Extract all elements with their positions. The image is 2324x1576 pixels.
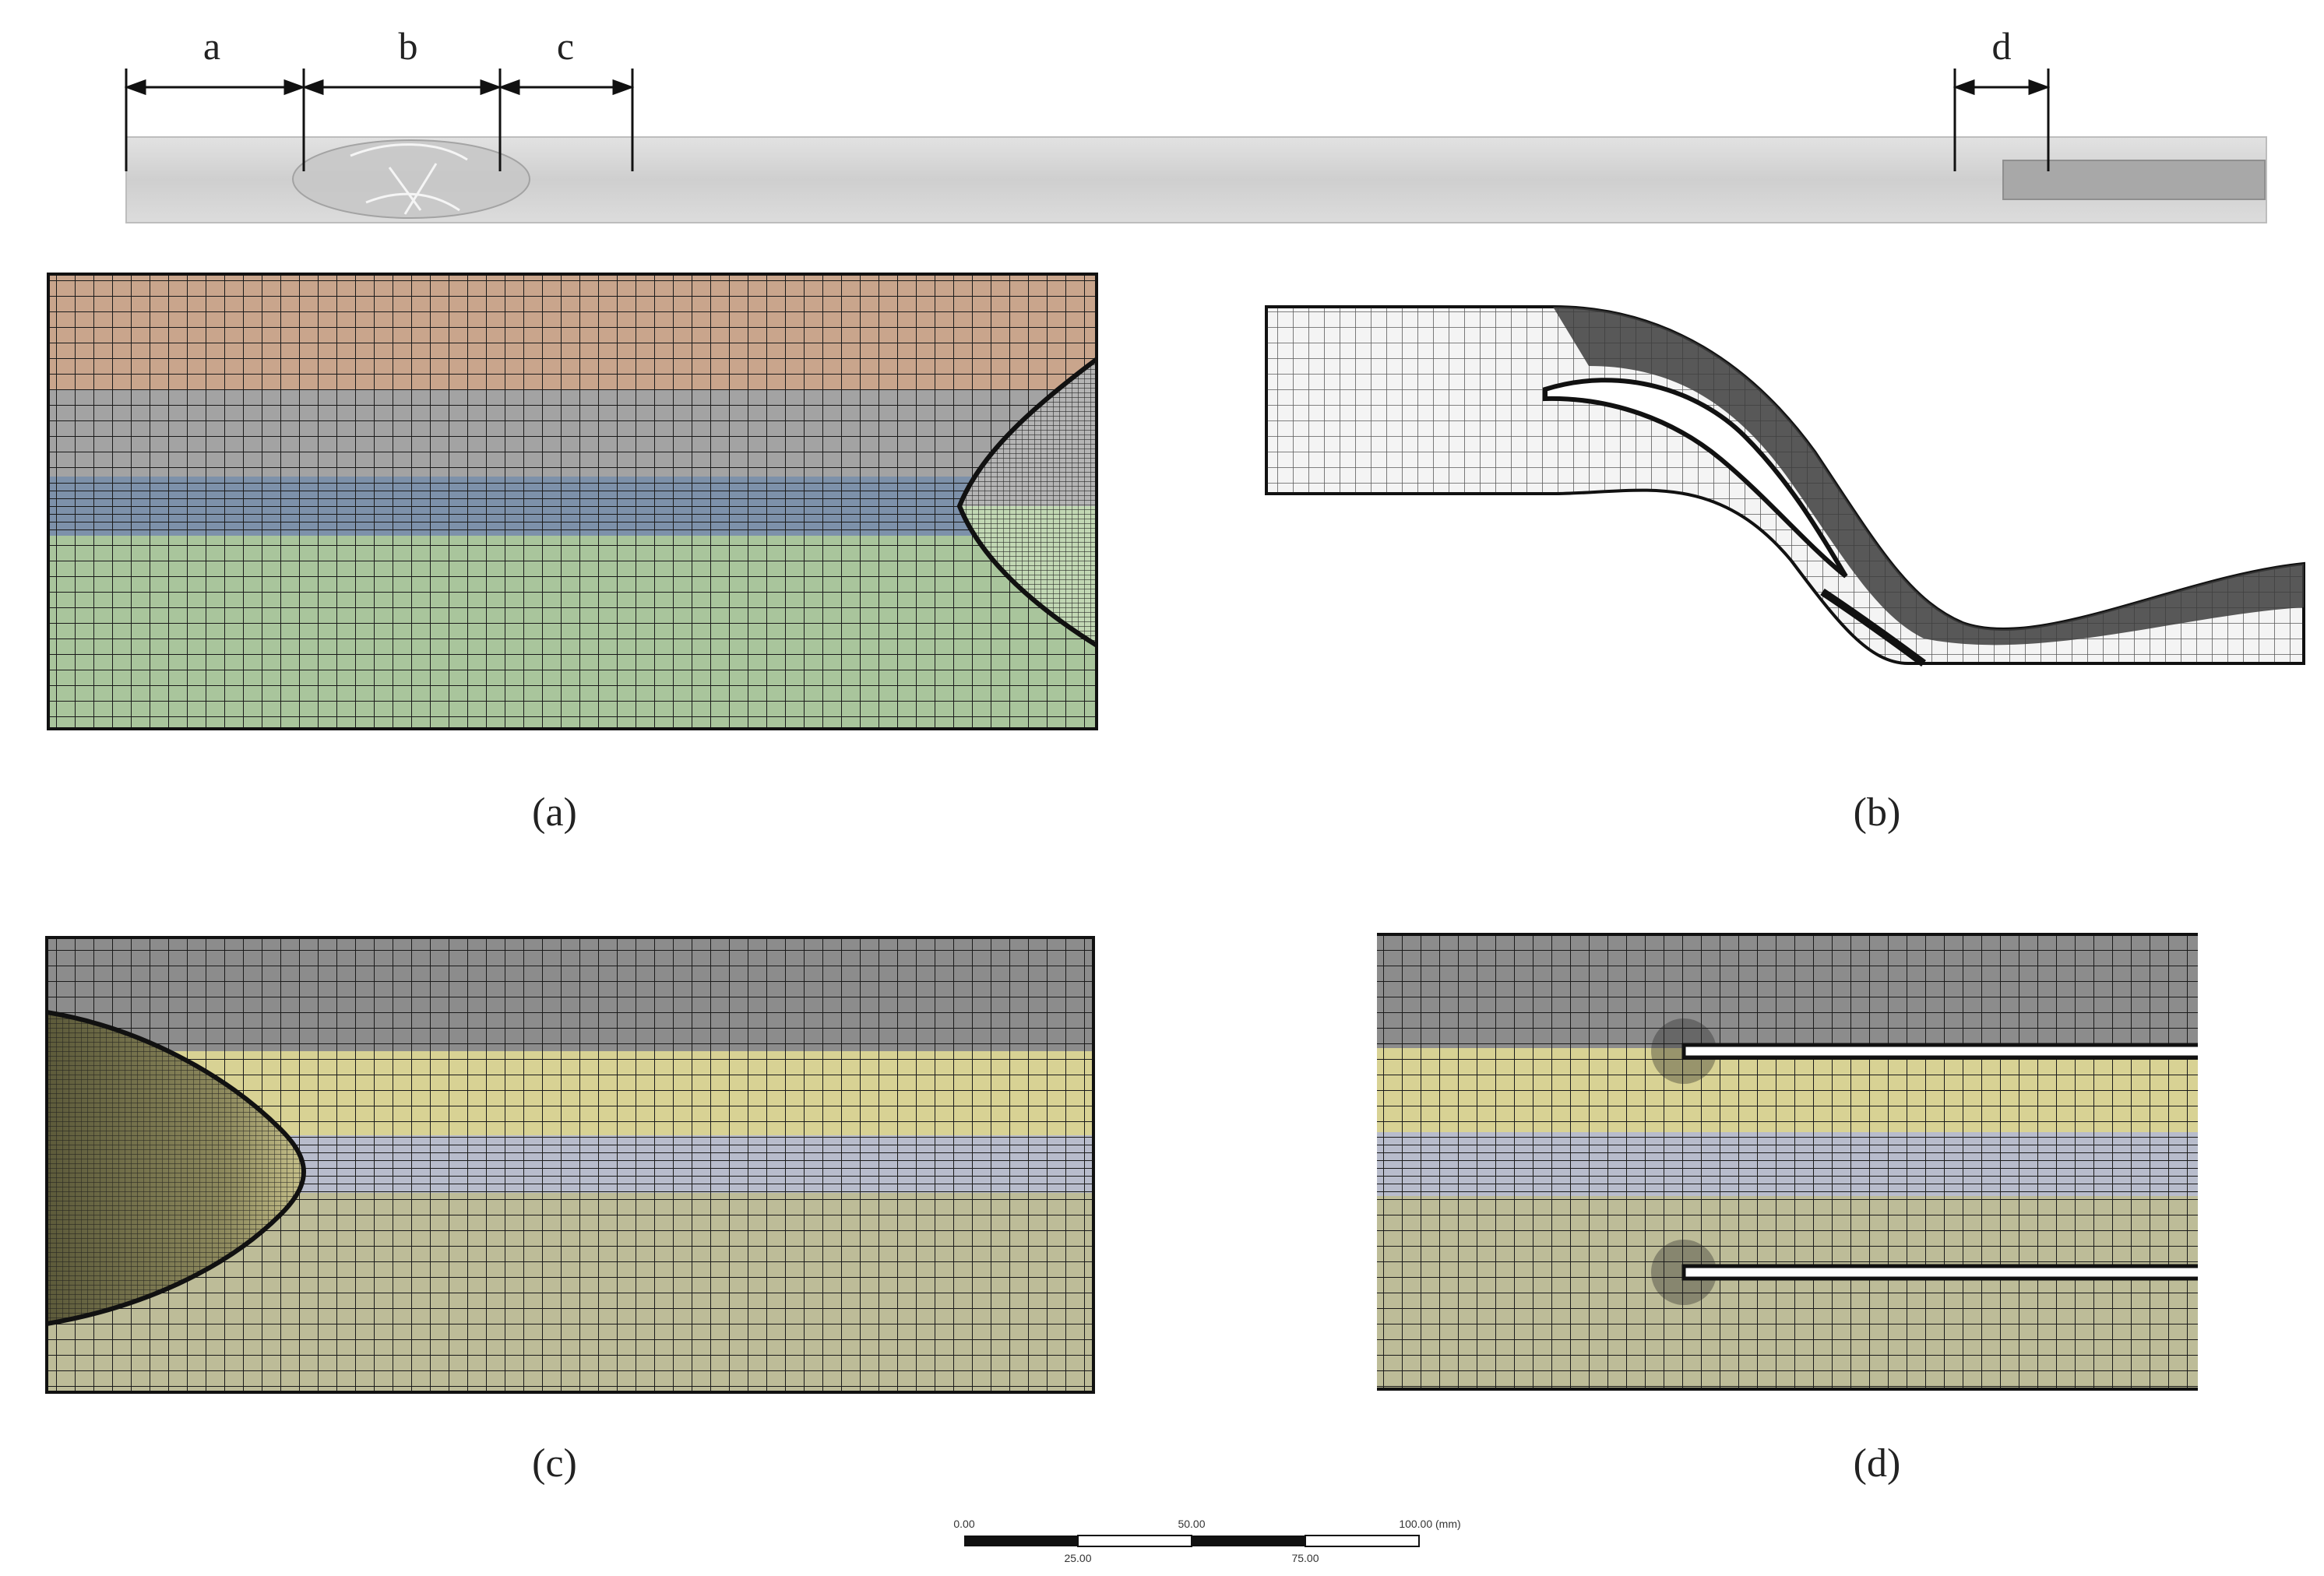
scale-label-100: 100.00 (mm) xyxy=(1399,1518,1460,1530)
scale-bar: 0.00 50.00 100.00 (mm) 25.00 75.00 xyxy=(953,1518,1460,1564)
scale-label-75: 75.00 xyxy=(1291,1552,1319,1564)
outlet-insert xyxy=(2002,160,2266,200)
panel-c-frame xyxy=(45,936,1095,1394)
plate-lower xyxy=(1681,1264,2198,1281)
panel-b-mesh xyxy=(1265,305,2305,667)
blade xyxy=(1543,378,1848,579)
panel-b-caption: (b) xyxy=(1854,790,1901,835)
section-label-d: d xyxy=(1992,24,2012,68)
panel-a-caption: (a) xyxy=(532,790,577,835)
scale-label-0: 0.00 xyxy=(953,1518,974,1530)
plate-upper xyxy=(1681,1043,2198,1060)
submerged-body xyxy=(292,139,530,219)
panel-c-caption: (c) xyxy=(532,1441,577,1486)
panel-d-caption: (d) xyxy=(1854,1441,1901,1486)
dimension-markers xyxy=(124,69,2051,171)
panel-d-mesh xyxy=(1377,934,2198,1389)
scale-label-25: 25.00 xyxy=(1064,1552,1091,1564)
panel-a-mesh xyxy=(48,274,1097,729)
section-label-c: c xyxy=(557,24,574,68)
section-label-a: a xyxy=(203,24,220,68)
section-label-b: b xyxy=(399,24,418,68)
panel-c-mesh xyxy=(47,938,1093,1392)
scale-label-50: 50.00 xyxy=(1178,1518,1205,1530)
overview-pipe: a b c d xyxy=(124,24,2267,223)
panel-a-frame xyxy=(47,273,1098,730)
